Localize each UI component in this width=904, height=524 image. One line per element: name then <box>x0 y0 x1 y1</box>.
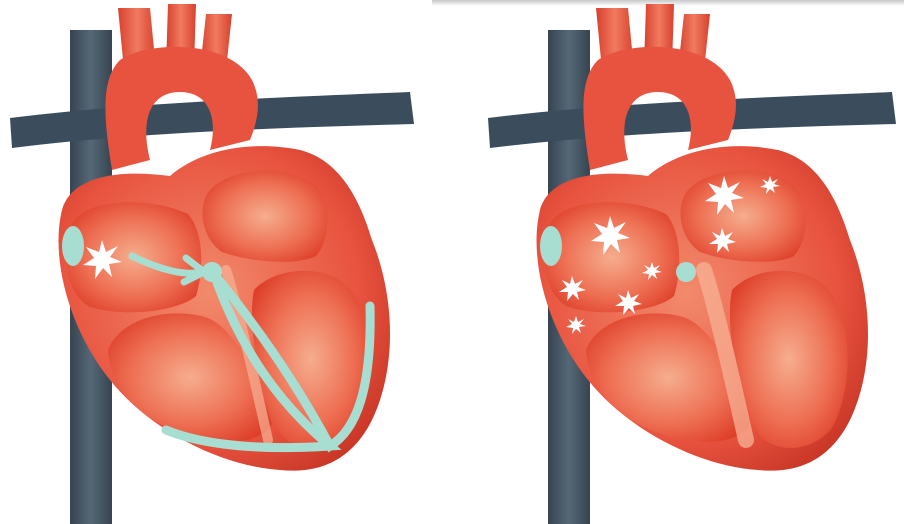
heart-panel-chaotic <box>452 0 904 524</box>
left-atrium <box>681 171 806 262</box>
heart-panel-normal <box>0 0 452 524</box>
av-node-icon <box>676 262 696 282</box>
left-atrium <box>203 171 328 262</box>
right-atrium <box>544 202 679 312</box>
heart-illustration-normal <box>0 0 452 524</box>
sa-node-icon <box>540 226 562 266</box>
av-node-icon <box>202 262 222 282</box>
sa-node-icon <box>62 226 84 266</box>
heart-illustration-chaotic <box>452 0 904 524</box>
